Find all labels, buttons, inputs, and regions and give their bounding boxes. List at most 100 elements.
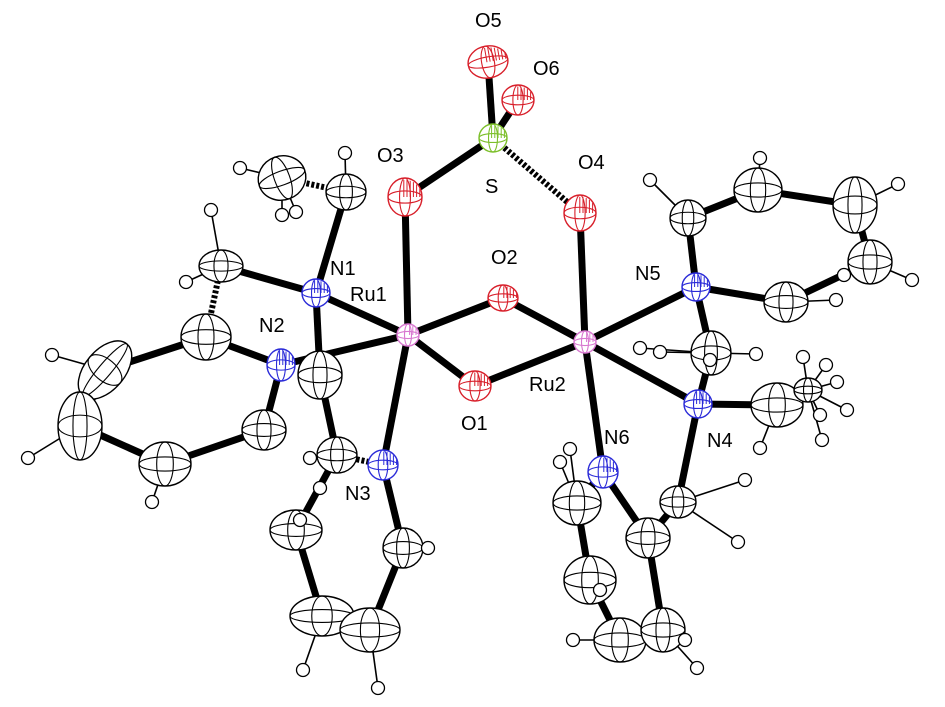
atom-h-14 <box>370 680 386 696</box>
atom-h-33 <box>689 660 705 676</box>
atom-c5 <box>77 340 133 400</box>
atom-o2 <box>487 284 519 312</box>
atom-o5 <box>467 45 509 79</box>
bond-ru2-n4 <box>583 338 700 408</box>
atom-c26 <box>563 555 617 605</box>
bond-ru2-o2 <box>501 294 587 346</box>
atom-h-34 <box>677 632 693 648</box>
atom-h-22 <box>814 432 830 448</box>
label-n5: N5 <box>635 263 661 285</box>
label-o2: O2 <box>491 247 518 269</box>
atom-ru1 <box>396 323 420 347</box>
label-n4: N4 <box>707 430 733 452</box>
atom-h-9 <box>302 450 318 466</box>
atom-n1 <box>301 278 331 308</box>
atom-ru2 <box>573 330 597 354</box>
atom-n4 <box>683 389 713 419</box>
atom-n2 <box>266 348 296 382</box>
atom-h-31 <box>552 454 568 470</box>
atom-h-23 <box>752 440 768 456</box>
labels-layer: O5 O6 O3 S O4 N1 O2 N5 Ru1 N2 Ru2 O1 N6 … <box>259 10 733 505</box>
atom-h-21 <box>839 402 855 418</box>
bond-ru1-n3 <box>379 334 412 466</box>
bond-o4-ru2 <box>576 212 589 343</box>
label-n6: N6 <box>604 427 630 449</box>
atom-c16 <box>733 167 783 213</box>
atom-c24 <box>625 517 671 559</box>
atom-n5 <box>681 272 711 302</box>
bond-ru2-o1 <box>473 338 587 390</box>
atom-h-13 <box>295 662 311 678</box>
label-s: S <box>485 176 498 198</box>
atom-h-38 <box>795 349 811 365</box>
atom-h-7 <box>20 450 36 466</box>
atom-h-19 <box>836 267 852 283</box>
bond-ru1-n1 <box>314 289 410 339</box>
atom-h-5 <box>178 274 194 290</box>
bond-ru2-n5 <box>583 283 698 346</box>
atom-h-3 <box>274 207 290 223</box>
atom-c1 <box>257 155 307 201</box>
bond-ru2-n6 <box>581 341 607 473</box>
atom-h-26 <box>829 374 845 390</box>
atom-n6 <box>587 455 619 489</box>
atom-h-25 <box>748 346 764 362</box>
label-o3: O3 <box>377 145 404 167</box>
atom-c28 <box>640 607 686 653</box>
label-o4: O4 <box>578 152 605 174</box>
atom-c2 <box>325 173 367 211</box>
atom-h-16 <box>752 150 768 166</box>
label-o5: O5 <box>475 10 502 32</box>
atom-c22 <box>793 377 823 403</box>
atom-h-0 <box>232 160 248 176</box>
atom-c21 <box>750 382 804 428</box>
atom-h-37 <box>702 352 718 368</box>
atom-h-2 <box>288 204 304 220</box>
atom-o6 <box>501 84 535 116</box>
atom-c27 <box>593 617 647 663</box>
atom-c14 <box>339 607 401 653</box>
label-o1: O1 <box>461 413 488 435</box>
bond-s-o4 <box>491 135 582 216</box>
atom-h-4 <box>203 202 219 218</box>
atom-c4 <box>180 313 232 361</box>
atom-h-15 <box>642 172 658 188</box>
atom-h-27 <box>812 407 828 423</box>
atom-c15 <box>669 199 707 237</box>
atoms-layer <box>20 45 920 696</box>
atom-n3 <box>367 449 399 481</box>
atom-c12 <box>382 527 424 569</box>
atom-c8 <box>241 409 287 451</box>
atom-h-24 <box>737 472 753 488</box>
atom-h-29 <box>652 344 668 360</box>
label-n3: N3 <box>345 483 371 505</box>
atom-c9 <box>297 350 343 400</box>
bond-ru1-o2 <box>406 294 505 339</box>
atom-h-12 <box>420 540 436 556</box>
atom-c3 <box>198 249 244 283</box>
atom-h-11 <box>292 512 308 528</box>
atom-s <box>478 123 508 153</box>
atom-h-30 <box>562 441 578 457</box>
atom-c18 <box>847 239 893 285</box>
atom-h-10 <box>312 480 328 496</box>
atom-o3 <box>387 177 423 217</box>
label-n2: N2 <box>259 315 285 337</box>
label-n1: N1 <box>330 258 356 280</box>
atom-h-36 <box>565 632 581 648</box>
atom-o1 <box>458 370 492 402</box>
label-ru2: Ru2 <box>529 374 566 396</box>
atom-c6 <box>57 391 103 461</box>
atom-h-8 <box>144 494 160 510</box>
atom-c17 <box>832 176 878 234</box>
atom-h-18 <box>904 272 920 288</box>
atom-h-35 <box>592 582 608 598</box>
atom-h-32 <box>730 534 746 550</box>
label-o6: O6 <box>533 58 560 80</box>
atom-c19 <box>763 281 809 323</box>
atom-h-20 <box>828 292 844 308</box>
bond-ru1-n2 <box>280 331 409 369</box>
bond-o3-ru1 <box>401 196 412 336</box>
